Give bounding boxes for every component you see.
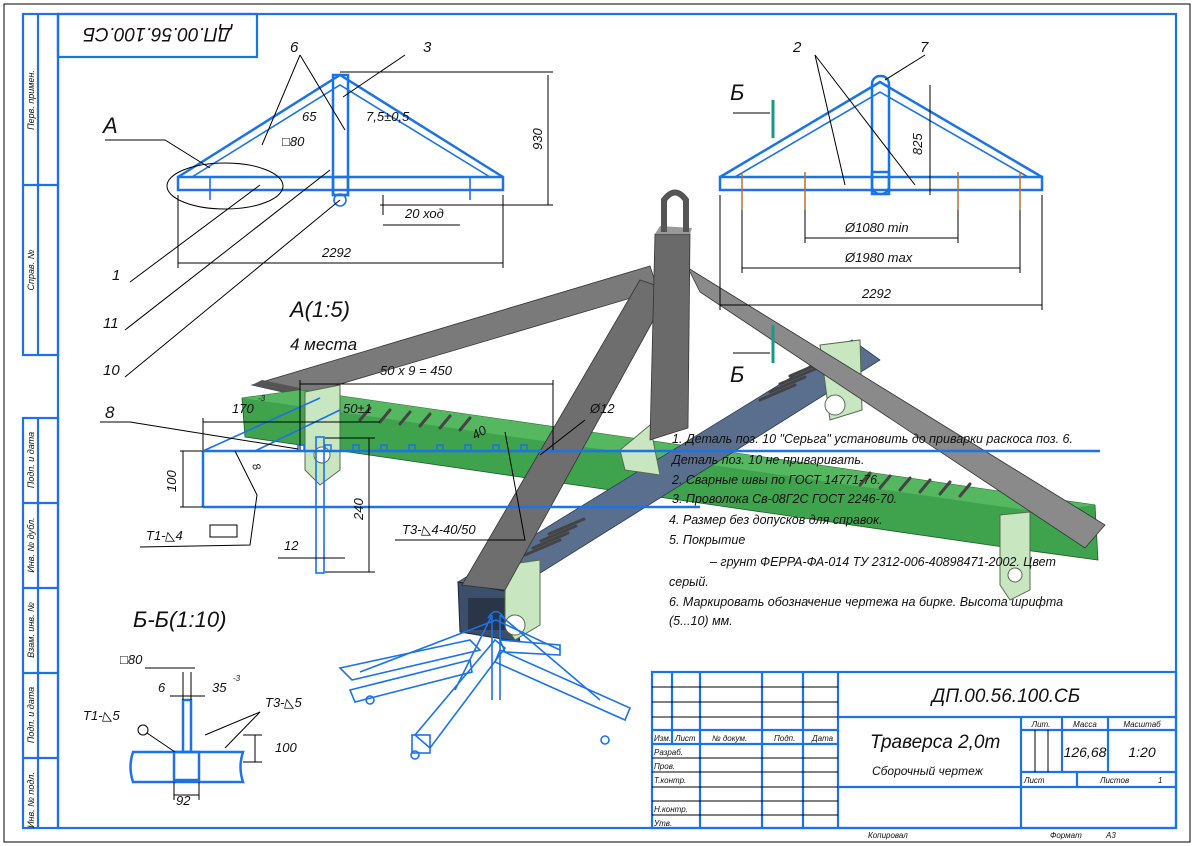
designation: ДП.00.56.100.СБ xyxy=(930,686,1080,707)
title-block: Изм. Лист № докум. Подп. Дата Разраб. Пр… xyxy=(650,670,1178,840)
detail-a-title: A(1:5) xyxy=(288,297,350,322)
row-label: Разраб. xyxy=(654,748,683,757)
strip-label: Перв. примен. xyxy=(26,70,36,130)
view-top-left: 6 3 1 11 10 A 65 7,5±0,5 □80 930 20 ход … xyxy=(101,39,553,379)
side-strip: Перв. примен. Справ. № Подп. и дата Инв.… xyxy=(21,12,60,830)
dim-12: 12 xyxy=(284,538,299,553)
row-label: Т.контр. xyxy=(654,776,686,785)
outer-border xyxy=(3,3,1191,843)
dim-1080-min: Ø1080 min xyxy=(844,220,909,235)
col-doc: № докум. xyxy=(712,734,747,743)
dim-7-5: 7,5±0,5 xyxy=(366,109,410,124)
note-line: серый. xyxy=(669,575,709,589)
dim-pitch: 50 x 9 = 450 xyxy=(380,363,453,378)
callout-8: 8 xyxy=(105,403,115,422)
note-line: 4. Размер без допусков для справок. xyxy=(669,513,882,527)
dim-930: 930 xyxy=(530,128,545,150)
dim-100: 100 xyxy=(275,740,297,755)
section-bb-title: Б-Б(1:10) xyxy=(133,607,226,632)
note-line: 3. Проволока Св-08Г2С ГОСТ 2246-70. xyxy=(672,492,897,506)
rotated-designation-stamp: ДП.00.56.100.СБ xyxy=(56,12,259,59)
strip-label: Взам. инв. № xyxy=(26,602,36,658)
dim-35: 35 xyxy=(212,680,227,695)
designation-rotated: ДП.00.56.100.СБ xyxy=(83,23,233,44)
dim-92: 92 xyxy=(176,793,191,808)
view-top-right: 2 7 Б Б 825 Ø1080 min Ø1980 max 2292 xyxy=(718,39,1044,387)
dim-240: 240 xyxy=(351,498,366,521)
strip-label: Подп. и дата xyxy=(26,432,36,488)
strip-label: Подп. и дата xyxy=(26,687,36,743)
dim-35-tol: -3 xyxy=(233,674,241,683)
dim-6: 6 xyxy=(158,680,166,695)
dim-1980-max: Ø1980 max xyxy=(844,250,913,265)
mass-value: 126,68 xyxy=(1064,744,1107,760)
col-date: Дата xyxy=(811,734,834,743)
row-label: Утв. xyxy=(653,819,672,828)
note-line: (5...10) мм. xyxy=(669,614,733,628)
note-line: – грунт ФЕРРА-ФА-014 ТУ 2312-006-4089847… xyxy=(709,555,1056,569)
section-mark-b-bottom: Б xyxy=(730,362,744,387)
lit-label: Лит. xyxy=(1031,720,1051,729)
row-label: Н.контр. xyxy=(654,805,688,814)
note-line: 2. Сварные швы по ГОСТ 14771-76. xyxy=(671,473,881,487)
dim-170: 170 xyxy=(232,401,254,416)
detail-a-note: 4 места xyxy=(290,335,357,354)
row-label: Пров. xyxy=(654,762,675,771)
dim-8: 8 xyxy=(249,462,263,473)
note-line: Деталь поз. 10 не приваривать. xyxy=(670,453,864,467)
section-bb: Б-Б(1:10) □80 6 35 -3 Т1-◺5 Т3-◺5 100 92 xyxy=(83,607,302,808)
strip-label: Инв. № дубл. xyxy=(26,517,36,572)
dim-65: 65 xyxy=(302,109,317,124)
scale-label: Масштаб xyxy=(1123,720,1161,729)
callout-3: 3 xyxy=(423,39,432,56)
dim-sq80: □80 xyxy=(120,652,143,667)
view-label-a: A xyxy=(101,113,118,138)
dim-12-dia: Ø12 xyxy=(589,401,615,416)
col-list: Лист xyxy=(674,734,696,743)
mass-label: Масса xyxy=(1073,720,1097,729)
dim-travel: 20 ход xyxy=(404,206,444,221)
scale-value: 1:20 xyxy=(1128,744,1155,760)
detail-a: A(1:5) 4 места 50 x 9 = 450 Ø12 170 -3 5… xyxy=(100,297,1100,574)
copied-label: Копировал xyxy=(868,831,908,840)
dim-170-tol: -3 xyxy=(258,394,266,403)
strip-label: Справ. № xyxy=(26,249,36,290)
sheet-label: Лист xyxy=(1023,776,1045,785)
weld-t1: Т1-◺5 xyxy=(83,708,120,723)
dim-sq80: □80 xyxy=(282,134,305,149)
weld-t3: Т3-◺4-40/50 xyxy=(402,522,476,537)
col-sign: Подп. xyxy=(774,734,795,743)
section-mark-b-top: Б xyxy=(730,80,744,105)
sheets-value: 1 xyxy=(1158,776,1162,785)
weld-t1: Т1-◺4 xyxy=(146,528,183,543)
strip-label: Инв. № подл. xyxy=(26,772,36,828)
dim-100: 100 xyxy=(164,470,179,492)
callout-6: 6 xyxy=(290,39,299,56)
callout-1: 1 xyxy=(112,267,120,284)
callout-7: 7 xyxy=(920,39,929,56)
note-line: 6. Маркировать обозначение чертежа на би… xyxy=(669,595,1063,609)
drawing-title: Траверса 2,0т xyxy=(870,732,1000,753)
note-line: 5. Покрытие xyxy=(669,533,745,547)
dim-2292: 2292 xyxy=(321,245,352,260)
callout-11: 11 xyxy=(103,315,119,332)
dim-50: 50±1 xyxy=(343,401,372,416)
col-izm: Изм. xyxy=(654,734,671,743)
format-value: A3 xyxy=(1105,831,1116,840)
drawing-subtitle: Сборочный чертеж xyxy=(872,764,984,778)
dim-2292: 2292 xyxy=(861,286,892,301)
dim-825: 825 xyxy=(910,133,925,155)
callout-10: 10 xyxy=(103,362,120,379)
note-line: 1. Деталь поз. 10 "Серьга" установить до… xyxy=(672,432,1073,446)
iso-wireframe xyxy=(338,610,632,760)
sheets-label: Листов xyxy=(1099,776,1129,785)
technical-notes: 1. Деталь поз. 10 "Серьга" установить до… xyxy=(669,432,1073,628)
callout-2: 2 xyxy=(792,39,802,56)
weld-t3: Т3-◺5 xyxy=(265,695,302,710)
format-label: Формат xyxy=(1050,831,1082,840)
